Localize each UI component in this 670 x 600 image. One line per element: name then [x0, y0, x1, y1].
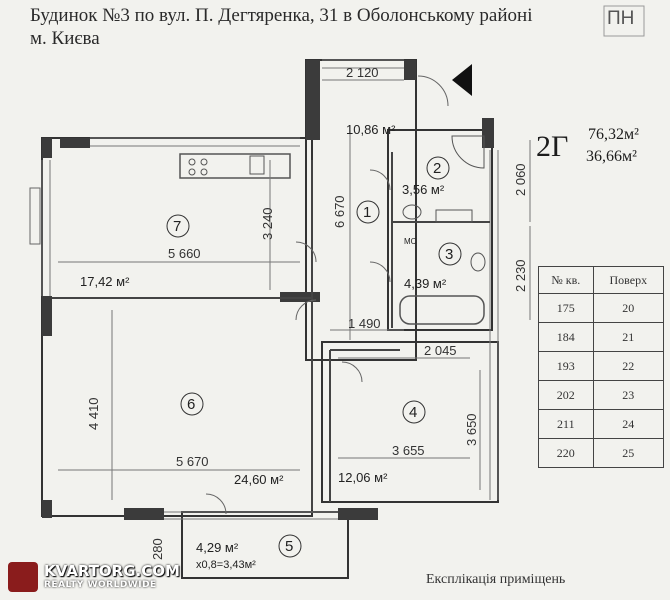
- table-row: 220 25: [538, 438, 665, 468]
- room-5-number: 5: [285, 538, 293, 555]
- apt-number: 220: [538, 438, 594, 468]
- room-7-area: 17,42 м²: [80, 274, 130, 289]
- table-row: 202 23: [538, 380, 665, 410]
- apt-number: 175: [538, 293, 594, 323]
- total-area: 76,32м²: [588, 126, 639, 143]
- apt-number: 211: [538, 409, 594, 439]
- bathtub-icon: [399, 295, 485, 325]
- watermark-sub: REALTY WORLDWIDE: [44, 580, 157, 590]
- floor-number: 20: [592, 293, 665, 323]
- table-row: 175 20: [538, 293, 665, 323]
- floors-header-floor: Поверх: [592, 266, 665, 294]
- apt-number: 184: [538, 322, 594, 352]
- dim-room7-height: 3 240: [260, 207, 275, 240]
- room-3-tag: МС: [404, 237, 417, 246]
- dim-room7-width: 5 660: [168, 246, 201, 261]
- dim-room4-width: 3 655: [392, 443, 425, 458]
- window-left: [29, 187, 41, 245]
- legend-caption: Експлікація приміщень: [426, 572, 566, 587]
- table-row: 184 21: [538, 322, 665, 352]
- dim-room6-width: 5 670: [176, 454, 209, 469]
- apt-number: 202: [538, 380, 594, 410]
- room-circles: [166, 156, 462, 558]
- room-6-area: 24,60 м²: [234, 472, 284, 487]
- room-2-area: 3,56 м²: [402, 182, 445, 197]
- partitions: [52, 152, 490, 510]
- hatched-walls: [41, 59, 499, 520]
- living-area: 36,66м²: [586, 148, 637, 165]
- hob-icon: [188, 158, 196, 166]
- washbasin-icon: [402, 204, 422, 220]
- title-line-2: м. Києва: [30, 28, 100, 49]
- sink-icon: [249, 155, 265, 175]
- toilet-icon: [470, 252, 486, 272]
- room-2-number: 2: [433, 160, 441, 177]
- room-4-area: 12,06 м²: [338, 470, 388, 485]
- dim-room4-height: 3 650: [464, 413, 479, 446]
- dim-corridor-bottom: 1 490: [348, 316, 381, 331]
- table-row: 211 24: [538, 409, 665, 439]
- dimension-lines: [58, 79, 531, 500]
- dim-bath-height: 2 060: [513, 163, 528, 196]
- dim-room6-height: 4 410: [86, 397, 101, 430]
- plan-title: Будинок №3 по вул. П. Дегтяренка, 31 в О…: [30, 4, 532, 50]
- watermark-main: KVARTORG.COM: [44, 562, 180, 580]
- room-7-number: 7: [173, 218, 181, 235]
- dim-wc-height: 2 230: [513, 259, 528, 292]
- room-3-number: 3: [445, 246, 453, 263]
- kitchen-counter: [179, 153, 291, 179]
- washing-machine-icon: [435, 209, 473, 223]
- floor-number: 21: [592, 322, 665, 352]
- floors-table: № кв. Поверх 175 20 184 21 193 22 202 23…: [538, 266, 665, 468]
- room-5-area: 4,29 м²: [196, 540, 239, 555]
- floor-number: 22: [592, 351, 665, 381]
- room-1-number: 1: [363, 204, 371, 221]
- dim-room4-top: 2 045: [424, 343, 457, 358]
- entrance-arrow-icon: [452, 64, 472, 96]
- north-box: [603, 5, 645, 37]
- room-6-number: 6: [187, 396, 195, 413]
- floor-number: 24: [592, 409, 665, 439]
- room-4-number: 4: [409, 404, 417, 421]
- dim-corridor-length: 6 670: [332, 195, 347, 228]
- room-3-area: 4,39 м²: [404, 276, 447, 291]
- door-arcs: [205, 75, 449, 515]
- floor-number: 25: [592, 438, 665, 468]
- apt-number: 193: [538, 351, 594, 381]
- north-label: ПН: [607, 8, 635, 29]
- room-5-note: х0,8=3,43м²: [196, 559, 256, 571]
- title-line-1: Будинок №3 по вул. П. Дегтяренка, 31 в О…: [30, 5, 533, 26]
- house-logo-icon: [8, 562, 38, 592]
- dim-balcony-depth: 280: [150, 538, 165, 560]
- shower-icon: [451, 135, 485, 169]
- apartment-type: 2Г: [536, 130, 569, 163]
- floor-number: 23: [592, 380, 665, 410]
- floors-header-apt: № кв.: [538, 266, 594, 294]
- dim-corridor-width: 2 120: [346, 65, 379, 80]
- table-row: 193 22: [538, 351, 665, 381]
- room-1-area: 10,86 м²: [346, 122, 396, 137]
